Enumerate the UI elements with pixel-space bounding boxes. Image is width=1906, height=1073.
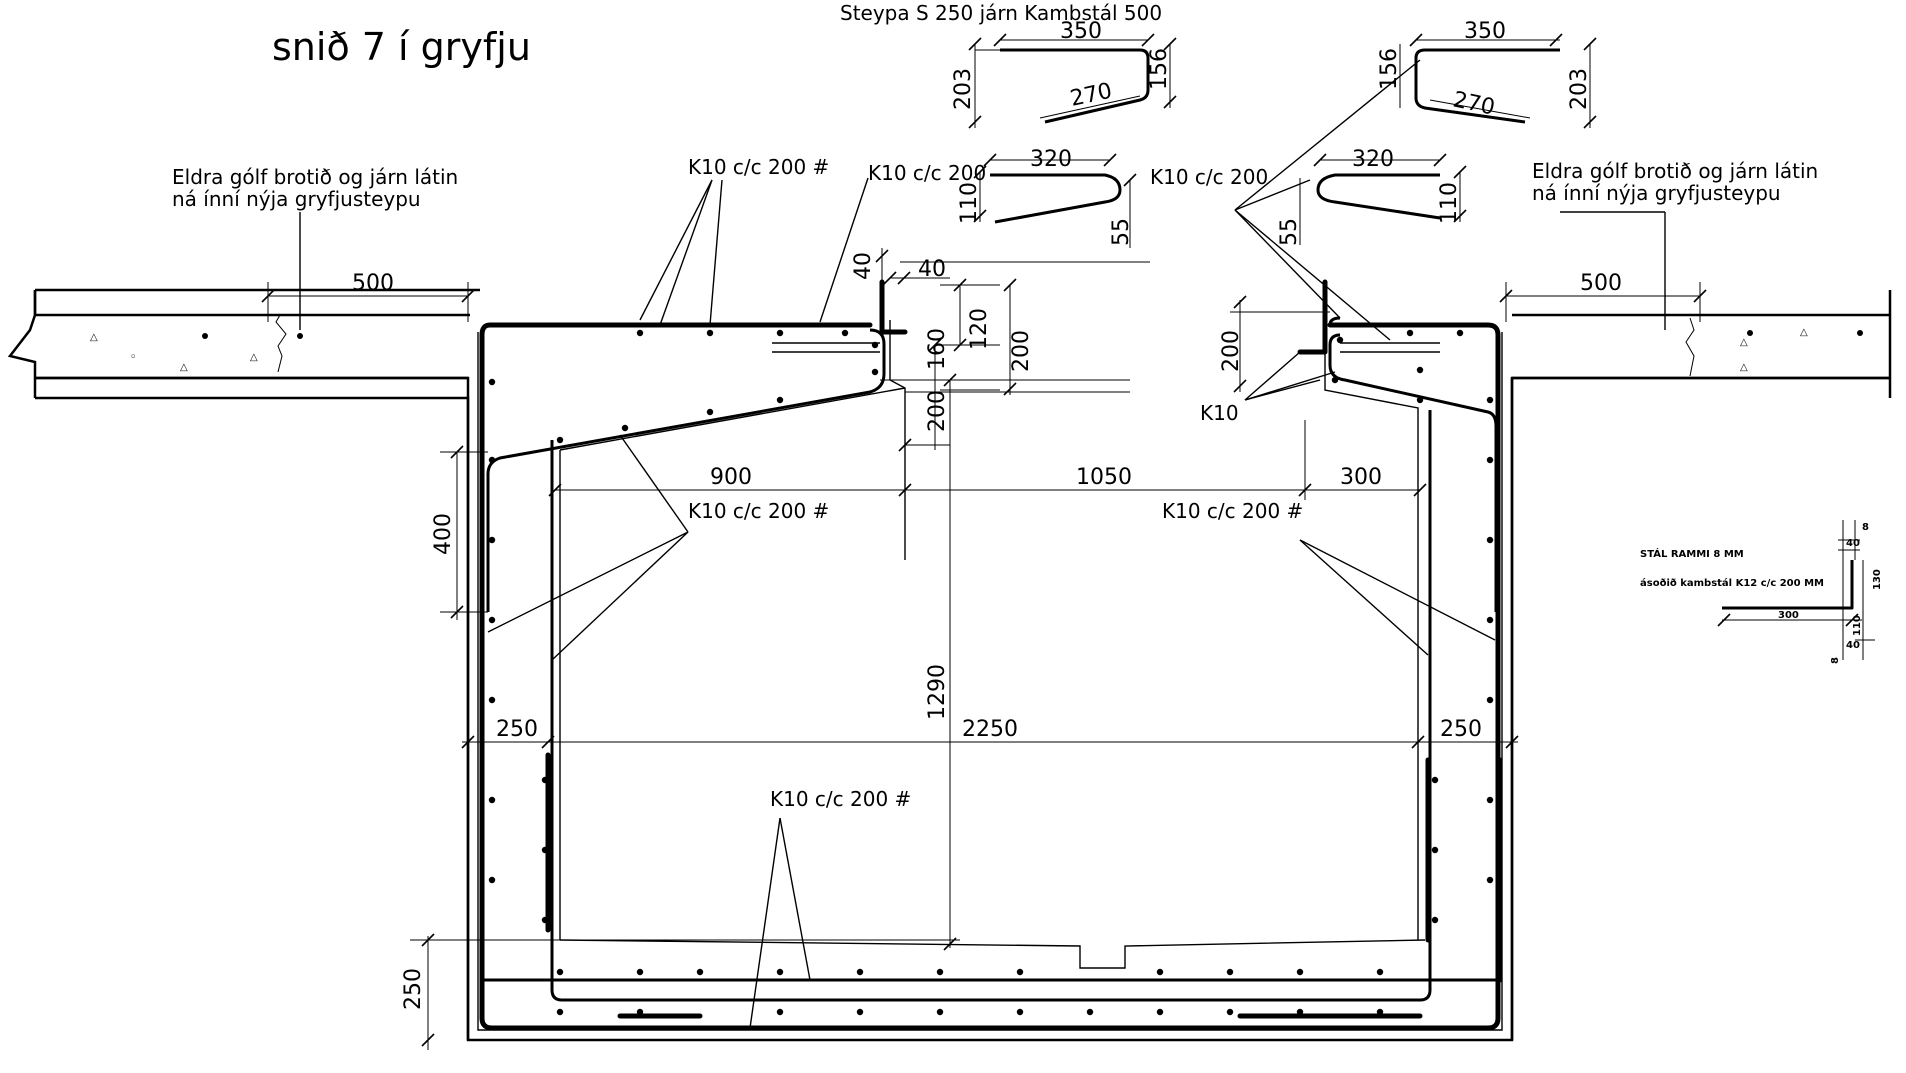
label-k10-bottom: K10 c/c 200 # [770, 787, 911, 811]
note-left-floor-2: ná ínní nýja gryfjusteypu [172, 187, 421, 211]
dim-sd-8: 8 [1862, 522, 1869, 533]
dim-2250: 2250 [962, 717, 1018, 742]
dim-400: 400 [431, 513, 456, 555]
existing-floor-left: △ △ △ ◦ [7, 288, 1514, 1042]
label-k10-right-small: K10 [1200, 401, 1239, 425]
dim-br1-350: 350 [1464, 19, 1506, 44]
concrete-spec-note: Steypa S 250 járn Kambstál 500 [840, 1, 1162, 25]
dim-300: 300 [1340, 465, 1382, 490]
svg-text:△: △ [250, 352, 258, 363]
rebar-right-top [1328, 316, 1498, 612]
bar-schedule-right-2 [1299, 153, 1467, 245]
dim-40-vert: 40 [851, 252, 876, 280]
bar-schedule-left-1 [968, 33, 1177, 129]
dim-br2-55: 55 [1277, 218, 1302, 246]
note-right-floor-1: Eldra gólf brotið og járn látin [1532, 159, 1818, 183]
note-left-floor-1: Eldra gólf brotið og járn látin [172, 165, 458, 189]
dim-250-left: 250 [496, 717, 538, 742]
dim-200-a: 200 [1009, 330, 1034, 372]
svg-text:△: △ [1740, 362, 1748, 373]
left-ledge [559, 279, 908, 940]
dim-500-right: 500 [1580, 271, 1622, 296]
rebar-left-wall [479, 322, 1503, 1031]
dim-bl1-350: 350 [1060, 19, 1102, 44]
dim-500-left: 500 [352, 271, 394, 296]
dim-40-horiz: 40 [918, 257, 946, 282]
svg-text:△: △ [90, 332, 98, 343]
dim-sd-40a: 40 [1846, 538, 1860, 549]
label-k10-left-wall: K10 c/c 200 # [688, 499, 829, 523]
dim-120: 120 [967, 308, 992, 350]
bar-schedule-left-2 [973, 153, 1137, 248]
dim-bl1-203: 203 [951, 68, 976, 110]
svg-text:◦: ◦ [130, 352, 136, 363]
dim-sd-130: 130 [1872, 569, 1883, 590]
dimension-lines [261, 248, 1707, 1050]
label-k10-top-right: K10 c/c 200 [1150, 165, 1268, 189]
label-k10-right-wall: K10 c/c 200 # [1162, 499, 1303, 523]
dim-sd-40b: 40 [1846, 640, 1860, 651]
dim-1290: 1290 [925, 664, 950, 720]
label-steel-rebar: ásoðið kambstál K12 c/c 200 MM [1640, 577, 1824, 589]
dim-900: 900 [710, 465, 752, 490]
dim-1050: 1050 [1076, 465, 1132, 490]
dim-br2-320: 320 [1352, 147, 1394, 172]
labels: Eldra gólf brotið og járn látin ná ínní … [172, 19, 1883, 1010]
dim-br1-156: 156 [1377, 48, 1402, 90]
pit-concrete-outline [33, 290, 1890, 1040]
rebar-dots [488, 329, 1494, 1016]
svg-text:△: △ [180, 362, 188, 373]
note-right-floor-2: ná ínní nýja gryfjusteypu [1532, 181, 1781, 205]
dim-bl1-156: 156 [1147, 48, 1172, 90]
dim-250-bottom: 250 [401, 968, 426, 1010]
dim-200-b: 200 [925, 390, 950, 432]
dim-bl2-320: 320 [1030, 147, 1072, 172]
svg-text:△: △ [1740, 337, 1748, 348]
dim-sd-8b: 8 [1830, 657, 1841, 664]
dim-bl2-110: 110 [957, 182, 982, 224]
dim-200-right: 200 [1219, 330, 1244, 372]
dim-sd-300: 300 [1778, 610, 1799, 621]
existing-floor-right: △ △ △ [1512, 290, 1892, 398]
dim-bl2-55: 55 [1109, 218, 1134, 246]
svg-text:△: △ [1800, 327, 1808, 338]
dim-sd-110: 110 [1852, 615, 1863, 636]
leader-lines [299, 59, 1666, 1029]
dim-br1-270: 270 [1451, 87, 1497, 120]
label-steel-frame: STÁL RAMMI 8 MM [1640, 547, 1744, 560]
bar-schedule-right-1 [1399, 33, 1597, 129]
steel-frame-detail [1717, 520, 1875, 660]
dim-br2-110: 110 [1437, 182, 1462, 224]
drawing-title: snið 7 í gryfju [272, 25, 531, 69]
dim-160: 160 [925, 328, 950, 370]
label-k10-top-mid: K10 c/c 200 [868, 161, 986, 185]
right-ledge [1297, 279, 1440, 940]
dim-250-right: 250 [1440, 717, 1482, 742]
dim-br1-203: 203 [1567, 68, 1592, 110]
label-k10-top-left: K10 c/c 200 # [688, 155, 829, 179]
